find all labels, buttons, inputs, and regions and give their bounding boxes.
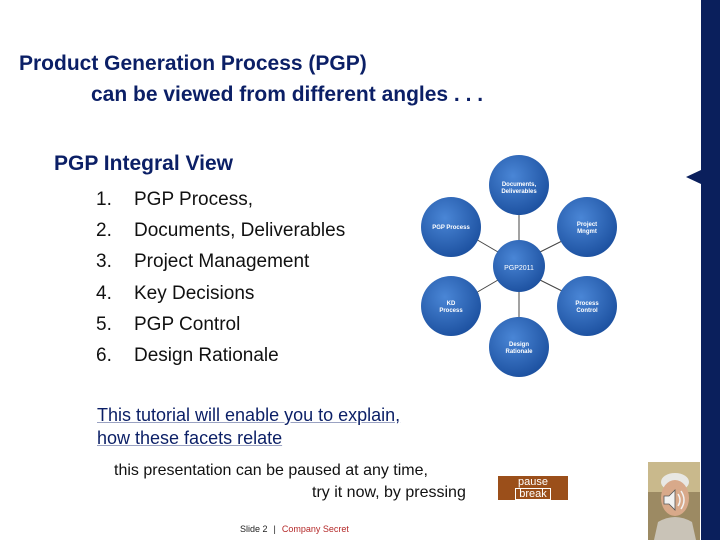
node-process-control [557, 276, 617, 336]
node-project-label-2: Mngmt [577, 229, 597, 235]
node-design-rationale [489, 317, 549, 377]
connector-to-pgp-process [473, 237, 499, 253]
pause-button-label: pause [518, 476, 548, 488]
footer-company-secret: Company Secret [281, 524, 349, 534]
node-kd-process [421, 276, 481, 336]
speaker-icon[interactable] [663, 489, 685, 511]
footer-slide-number: Slide 2 [240, 524, 268, 534]
node-documents-label-1: Documents, [502, 182, 537, 188]
break-button-label: break [515, 488, 551, 500]
pgp-integral-diagram: PGP2011 Documents, Deliverables Project … [421, 155, 617, 377]
list-item-documents: Documents, Deliverables [134, 220, 346, 241]
list-number-3: 3. [96, 251, 112, 272]
list-item-design-rationale: Design Rationale [134, 345, 279, 366]
diagram-center-node [493, 240, 545, 292]
slide-footer: Slide 2 | Company Secret [240, 524, 349, 534]
connector-to-kd-process [473, 279, 499, 295]
list-number-2: 2. [96, 220, 112, 241]
pause-instruction-line1: this presentation can be paused at any t… [114, 462, 428, 479]
node-documents-label-2: Deliverables [501, 189, 537, 195]
center-node-label: PGP2011 [504, 265, 534, 272]
slide-title-line1: Product Generation Process (PGP) [19, 52, 367, 75]
footer-separator: | [273, 524, 276, 534]
node-design-rationale-label-2: Rationale [505, 349, 533, 355]
pause-instruction-line2: try it now, by pressing [312, 484, 466, 501]
slide-title-line2: can be viewed from different angles . . … [91, 83, 484, 106]
node-pgp-process-label: PGP Process [432, 225, 470, 231]
band-arrow-icon [686, 170, 701, 184]
list-number-1: 1. [96, 189, 112, 210]
tutorial-line2: how these facets relate [97, 428, 283, 448]
node-process-control-label-1: Process [575, 301, 599, 307]
node-documents-deliverables [489, 155, 549, 215]
node-kd-label-1: KD [447, 301, 456, 307]
node-process-control-label-2: Control [576, 308, 598, 314]
list-number-6: 6. [96, 345, 112, 366]
section-heading: PGP Integral View [54, 152, 233, 175]
pause-break-button[interactable]: pause break [498, 476, 568, 500]
node-kd-label-2: Process [439, 308, 463, 314]
tutorial-line1: This tutorial will enable you to explain… [97, 405, 401, 425]
list-number-4: 4. [96, 283, 112, 304]
right-edge-band [701, 0, 720, 540]
node-pgp-process [421, 197, 481, 257]
list-item-project-management: Project Management [134, 251, 310, 272]
list-item-pgp-process: PGP Process, [134, 189, 253, 210]
node-design-rationale-label-1: Design [509, 342, 529, 348]
tutorial-text: This tutorial will enable you to explain… [97, 404, 400, 450]
node-project-mngmt [557, 197, 617, 257]
node-project-label-1: Project [577, 222, 597, 228]
list-item-key-decisions: Key Decisions [134, 283, 255, 304]
presenter-photo [648, 462, 700, 540]
list-item-pgp-control: PGP Control [134, 314, 241, 335]
list-number-5: 5. [96, 314, 112, 335]
